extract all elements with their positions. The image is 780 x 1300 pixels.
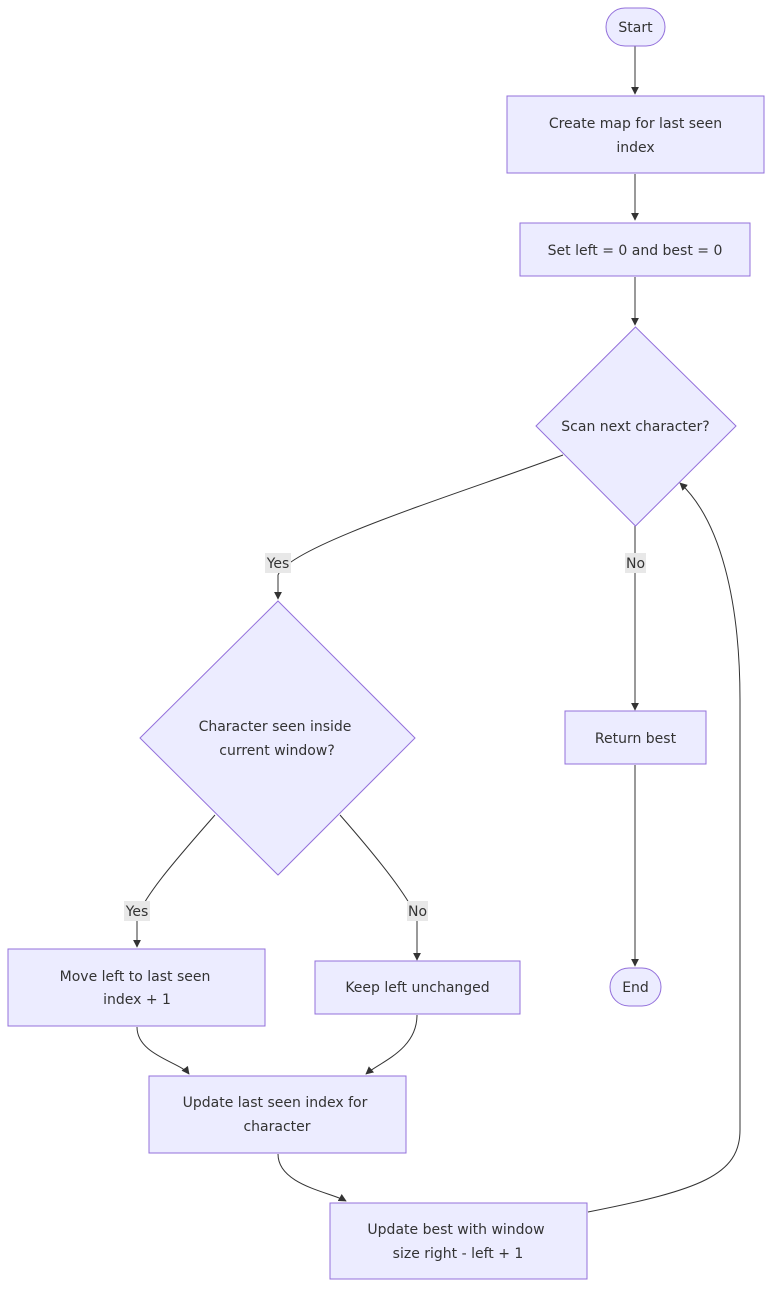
- move-left-node: Move left to last seen index + 1: [7, 948, 266, 1027]
- edge-seen-no-to-keep-left: [339, 814, 421, 961]
- update-best-label-line-1: Update best with window: [367, 1222, 544, 1238]
- edge-seen-yes-to-move-left: [133, 814, 216, 948]
- edge-scan-yes-to-seen: [274, 454, 564, 600]
- create-map-label-line-2: index: [616, 140, 654, 156]
- end-label: End: [622, 980, 649, 996]
- scan-yes-label: Yes: [265, 553, 291, 573]
- scan-no-label: No: [625, 553, 646, 573]
- return-best-label: Return best: [595, 731, 677, 747]
- update-index-node: Update last seen index for character: [148, 1075, 407, 1154]
- update-best-node: Update best with window size right - lef…: [329, 1202, 588, 1280]
- start-node: Start: [605, 7, 666, 47]
- seen-yes-text: Yes: [125, 904, 149, 920]
- edge-update-index-to-update-best: [277, 1153, 347, 1202]
- move-left-label-line-1: Move left to last seen: [60, 969, 211, 985]
- move-left-label-line-2: index + 1: [103, 992, 171, 1008]
- scan-yes-text: Yes: [266, 556, 290, 572]
- edge-move-left-to-update-index: [136, 1026, 190, 1075]
- update-index-label-line-1: Update last seen index for: [183, 1095, 368, 1111]
- init-node: Set left = 0 and best = 0: [519, 222, 751, 277]
- keep-left-node: Keep left unchanged: [314, 960, 521, 1015]
- create-map-label-line-1: Create map for last seen: [549, 116, 722, 132]
- return-best-node: Return best: [564, 710, 707, 765]
- seen-label-line-1: Character seen inside: [199, 719, 352, 735]
- scan-decision-node: Scan next character?: [535, 326, 737, 527]
- edges: [133, 46, 741, 1213]
- scan-label: Scan next character?: [561, 419, 709, 435]
- edge-keep-left-to-update-index: [365, 1014, 418, 1075]
- end-node: End: [609, 967, 662, 1007]
- create-map-node: Create map for last seen index: [506, 95, 765, 174]
- seen-no-text: No: [408, 904, 427, 920]
- seen-decision-node: Character seen inside current window?: [139, 600, 416, 876]
- init-label: Set left = 0 and best = 0: [548, 243, 723, 259]
- seen-no-label: No: [407, 901, 428, 921]
- keep-left-label: Keep left unchanged: [345, 980, 489, 996]
- edge-update-best-loop-to-scan: [587, 482, 741, 1213]
- scan-no-text: No: [626, 556, 645, 572]
- seen-label-line-2: current window?: [219, 743, 335, 759]
- update-index-label-line-2: character: [243, 1119, 310, 1135]
- start-label: Start: [618, 20, 653, 36]
- nodes: Start Create map for last seen index Set…: [7, 7, 765, 1280]
- edge-labels: Yes No Yes No: [124, 553, 646, 921]
- seen-yes-label: Yes: [124, 901, 150, 921]
- update-best-label-line-2: size right - left + 1: [393, 1246, 524, 1262]
